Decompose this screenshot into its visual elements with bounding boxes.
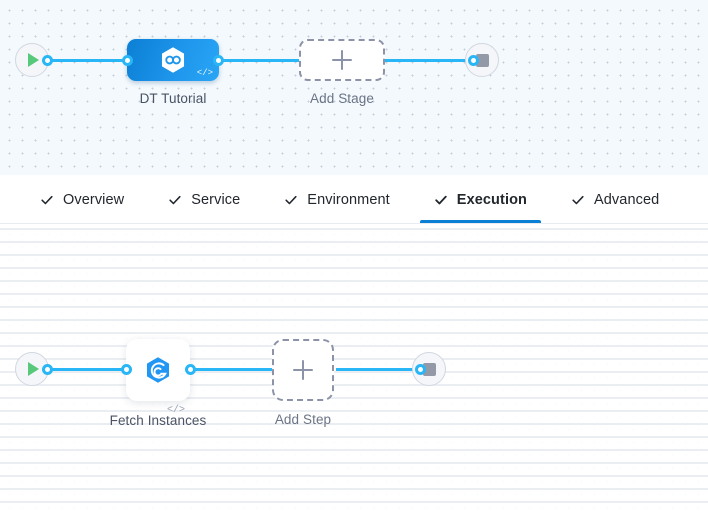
check-icon	[169, 195, 181, 204]
tab-advanced[interactable]: Advanced	[549, 175, 681, 224]
check-icon	[285, 195, 297, 204]
execution-end-node[interactable]	[412, 352, 446, 386]
stage-node-dt-tutorial[interactable]: </>	[127, 39, 219, 81]
tab-overview[interactable]: Overview	[18, 175, 146, 224]
add-step-label: Add Step	[274, 412, 332, 427]
check-icon	[572, 195, 584, 204]
stage-config-tabbar: Overview Service Environment Execution A	[0, 175, 708, 224]
tab-execution-label: Execution	[456, 191, 527, 208]
stage-graph-canvas[interactable]: </> DT Tutorial Add Stage	[0, 0, 708, 175]
tab-overview-label: Overview	[63, 191, 125, 208]
tab-environment[interactable]: Environment	[262, 175, 412, 224]
step-wire-start-to-step	[48, 368, 133, 371]
stage-code-badge: </>	[196, 68, 213, 78]
stage-node-input-port[interactable]	[122, 55, 133, 66]
step-node-input-port[interactable]	[121, 364, 132, 375]
tab-advanced-label: Advanced	[594, 191, 660, 208]
check-icon	[41, 195, 53, 204]
check-icon	[435, 195, 447, 204]
stage-wire-start-to-stage	[48, 59, 130, 62]
step-wire-step-to-add	[188, 368, 274, 371]
plus-icon	[293, 360, 313, 380]
elastigroup-hexagon-icon	[146, 357, 170, 383]
plus-icon	[332, 50, 352, 70]
step-node-label: Fetch Instances	[109, 413, 207, 428]
stage-node-label: DT Tutorial	[139, 91, 207, 106]
add-step-button[interactable]	[272, 339, 334, 401]
stage-wire-add-to-end	[381, 59, 475, 62]
stage-start-port[interactable]	[42, 55, 53, 66]
stage-wire-stage-to-add	[216, 59, 306, 62]
step-wire-add-to-end	[336, 368, 420, 371]
stage-node-output-port[interactable]	[213, 55, 224, 66]
tab-execution[interactable]: Execution	[412, 175, 549, 224]
tab-service-label: Service	[191, 191, 241, 208]
step-start-port[interactable]	[42, 364, 53, 375]
tab-service[interactable]: Service	[146, 175, 262, 224]
play-icon	[28, 362, 39, 376]
add-stage-label: Add Stage	[310, 91, 374, 106]
tab-environment-label: Environment	[307, 191, 390, 208]
step-node-output-port[interactable]	[185, 364, 196, 375]
stage-end-port[interactable]	[468, 55, 479, 66]
step-code-badge: </>	[166, 405, 185, 416]
add-stage-button[interactable]	[299, 39, 385, 81]
step-end-port[interactable]	[415, 364, 426, 375]
stop-icon	[475, 53, 489, 67]
infinity-hexagon-icon	[161, 47, 185, 73]
step-node-fetch-instances[interactable]: </>	[126, 339, 190, 416]
execution-graph-canvas[interactable]: </> Fetch Instances Add Step	[0, 224, 708, 511]
stop-icon	[422, 362, 436, 376]
play-icon	[28, 53, 39, 67]
pipeline-end-node[interactable]	[465, 43, 499, 77]
